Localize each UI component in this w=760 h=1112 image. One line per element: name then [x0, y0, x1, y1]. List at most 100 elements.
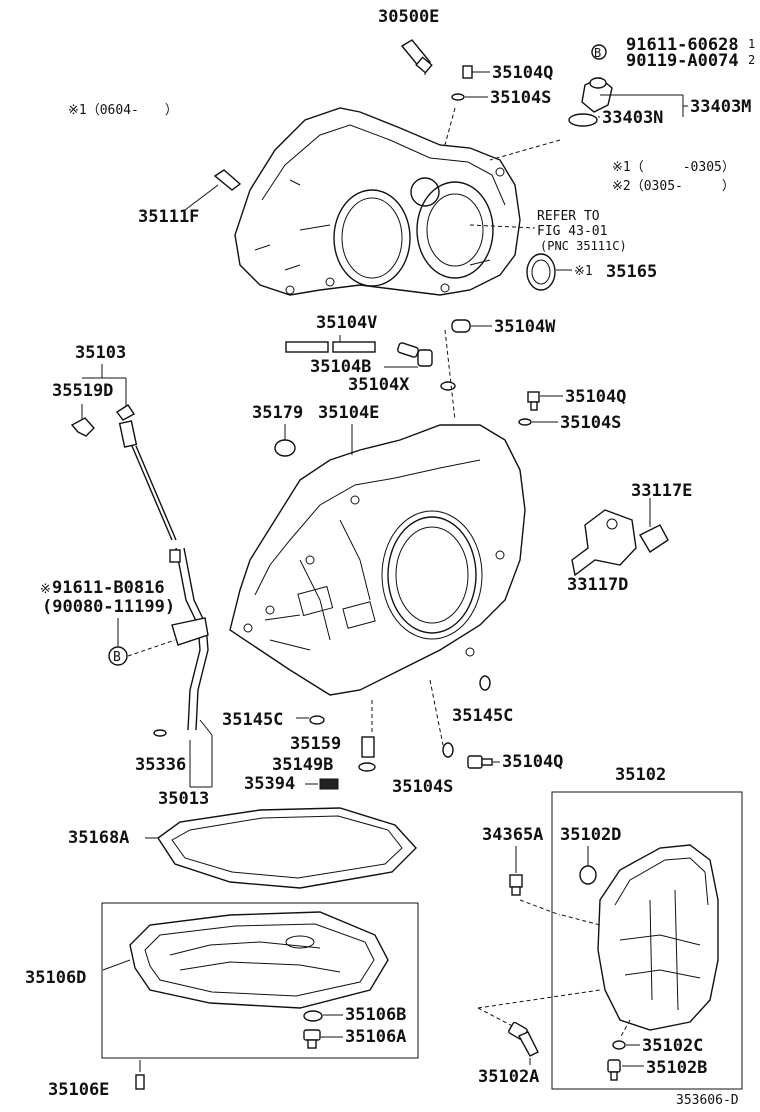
plug-35159 — [361, 736, 375, 758]
label-sub2: 2 — [748, 53, 755, 67]
plug-35102B — [607, 1059, 621, 1081]
label-35165: 35165 — [606, 262, 657, 282]
label-35159: 35159 — [290, 734, 341, 754]
clip-35336 — [153, 729, 167, 737]
label-35104S-top: 35104S — [490, 88, 551, 108]
oil-seal-35165 — [526, 253, 556, 291]
oil-pan-35106D — [129, 911, 389, 1009]
bolt-35106E — [135, 1074, 145, 1090]
gasket-35145C-left — [309, 715, 325, 725]
bolt-35104Q-top — [462, 65, 490, 79]
drain-plug-35106A — [303, 1029, 321, 1049]
oil-pan-box — [101, 902, 419, 1059]
label-35179: 35179 — [252, 403, 303, 423]
bolt-30500E — [400, 39, 433, 75]
label-91611-B0816: 91611-B0816 — [52, 578, 165, 598]
label-35106D: 35106D — [25, 968, 86, 988]
label-90080-11199: (90080-11199) — [42, 597, 175, 617]
svg-text:B: B — [594, 46, 601, 60]
pin-35104V-a — [285, 341, 329, 353]
label-35104W: 35104W — [494, 317, 556, 337]
gasket-35106B — [303, 1010, 323, 1022]
label-91611-60628: 91611-60628 — [626, 35, 739, 55]
label-35102B: 35102B — [646, 1058, 707, 1078]
label-35104S-low: 35104S — [392, 777, 453, 797]
label-35104S-mid: 35104S — [560, 413, 621, 433]
oring-35104S-mid — [518, 418, 532, 426]
dowel-35104W — [451, 319, 471, 333]
label-35519D: 35519D — [52, 381, 113, 401]
label-35104Q-low: 35104Q — [502, 752, 563, 772]
extension-housing-35102 — [597, 844, 719, 1031]
pin-35104V-b — [332, 341, 376, 353]
connector-35104B — [397, 342, 433, 367]
label-35111F: 35111F — [138, 207, 199, 227]
bolt-35102A — [508, 1021, 539, 1057]
bolt-33117E — [639, 498, 669, 553]
label-35168A: 35168A — [68, 828, 129, 848]
figure-id: 353606-D — [676, 1093, 739, 1108]
svg-text:B: B — [113, 650, 121, 665]
label-35104E: 35104E — [318, 403, 379, 423]
label-35145C-right: 35145C — [452, 706, 513, 726]
mark-35165: ※1 — [574, 264, 593, 279]
magnet-35394 — [319, 778, 339, 790]
label-35149B: 35149B — [272, 755, 333, 775]
label-34365A: 34365A — [482, 825, 543, 845]
label-35104X: 35104X — [348, 375, 410, 395]
refer-line1: REFER TO — [537, 209, 600, 224]
label-35106E: 35106E — [48, 1080, 109, 1100]
label-35102C: 35102C — [642, 1036, 703, 1056]
oring-35104X — [440, 381, 456, 391]
label-sub1: 1 — [748, 37, 755, 51]
bolt-35104Q-low — [467, 755, 493, 769]
label-35104Q-mid: 35104Q — [565, 387, 626, 407]
bolt-34365A — [509, 874, 523, 896]
label-35336: 35336 — [135, 755, 186, 775]
plug-35102D — [579, 865, 597, 885]
gasket-35145C-right — [479, 675, 491, 691]
oring-35102C — [612, 1040, 626, 1050]
bolt-35111F — [184, 169, 242, 211]
dipstick-tube-35013 — [169, 547, 209, 731]
label-33403N: 33403N — [602, 108, 663, 128]
oring-35104S-low — [442, 742, 454, 758]
label-35145C-left: 35145C — [222, 710, 283, 730]
label-35102A: 35102A — [478, 1067, 539, 1087]
oil-pan-gasket-35168A — [157, 807, 417, 889]
label-33403M: 33403M — [690, 97, 751, 117]
speed-sensor-33403N — [568, 77, 613, 127]
label-35102D: 35102D — [560, 825, 621, 845]
converter-housing — [234, 107, 521, 296]
note-r1: ※1（ -0305） — [612, 160, 735, 175]
plug-35179 — [274, 439, 296, 457]
label-35104Q-top: 35104Q — [492, 63, 553, 83]
label-35106A: 35106A — [345, 1027, 406, 1047]
label-33117E: 33117E — [631, 481, 692, 501]
clip-35519D — [70, 417, 95, 437]
extension-box — [551, 791, 743, 1090]
refer-line3: (PNC 35111C) — [540, 239, 627, 253]
label-35103: 35103 — [75, 343, 126, 363]
label-30500E: 30500E — [378, 7, 439, 27]
b-note-top: B — [591, 44, 607, 60]
note-0604: ※1（0604- ） — [68, 103, 178, 118]
oring-35104S-top — [451, 93, 465, 101]
label-35106B: 35106B — [345, 1005, 406, 1025]
bracket-33117D — [571, 509, 637, 577]
label-35104V: 35104V — [316, 313, 377, 333]
label-90119-A0074: 90119-A0074 — [626, 51, 739, 71]
b-circle-mid: B — [108, 646, 128, 666]
label-35394: 35394 — [244, 774, 295, 794]
label-35104B: 35104B — [310, 357, 371, 377]
label-35013: 35013 — [158, 789, 209, 809]
note-r2: ※2（0305- ） — [612, 179, 735, 194]
label-35102: 35102 — [615, 765, 666, 785]
transaxle-case — [229, 329, 526, 696]
label-33117D: 33117D — [567, 575, 628, 595]
refer-line2: FIG 43-01 — [537, 224, 607, 239]
bolt-35104Q-mid — [527, 391, 540, 411]
mark-b0816: ※ — [40, 582, 51, 597]
dipstick-35103 — [115, 404, 177, 541]
